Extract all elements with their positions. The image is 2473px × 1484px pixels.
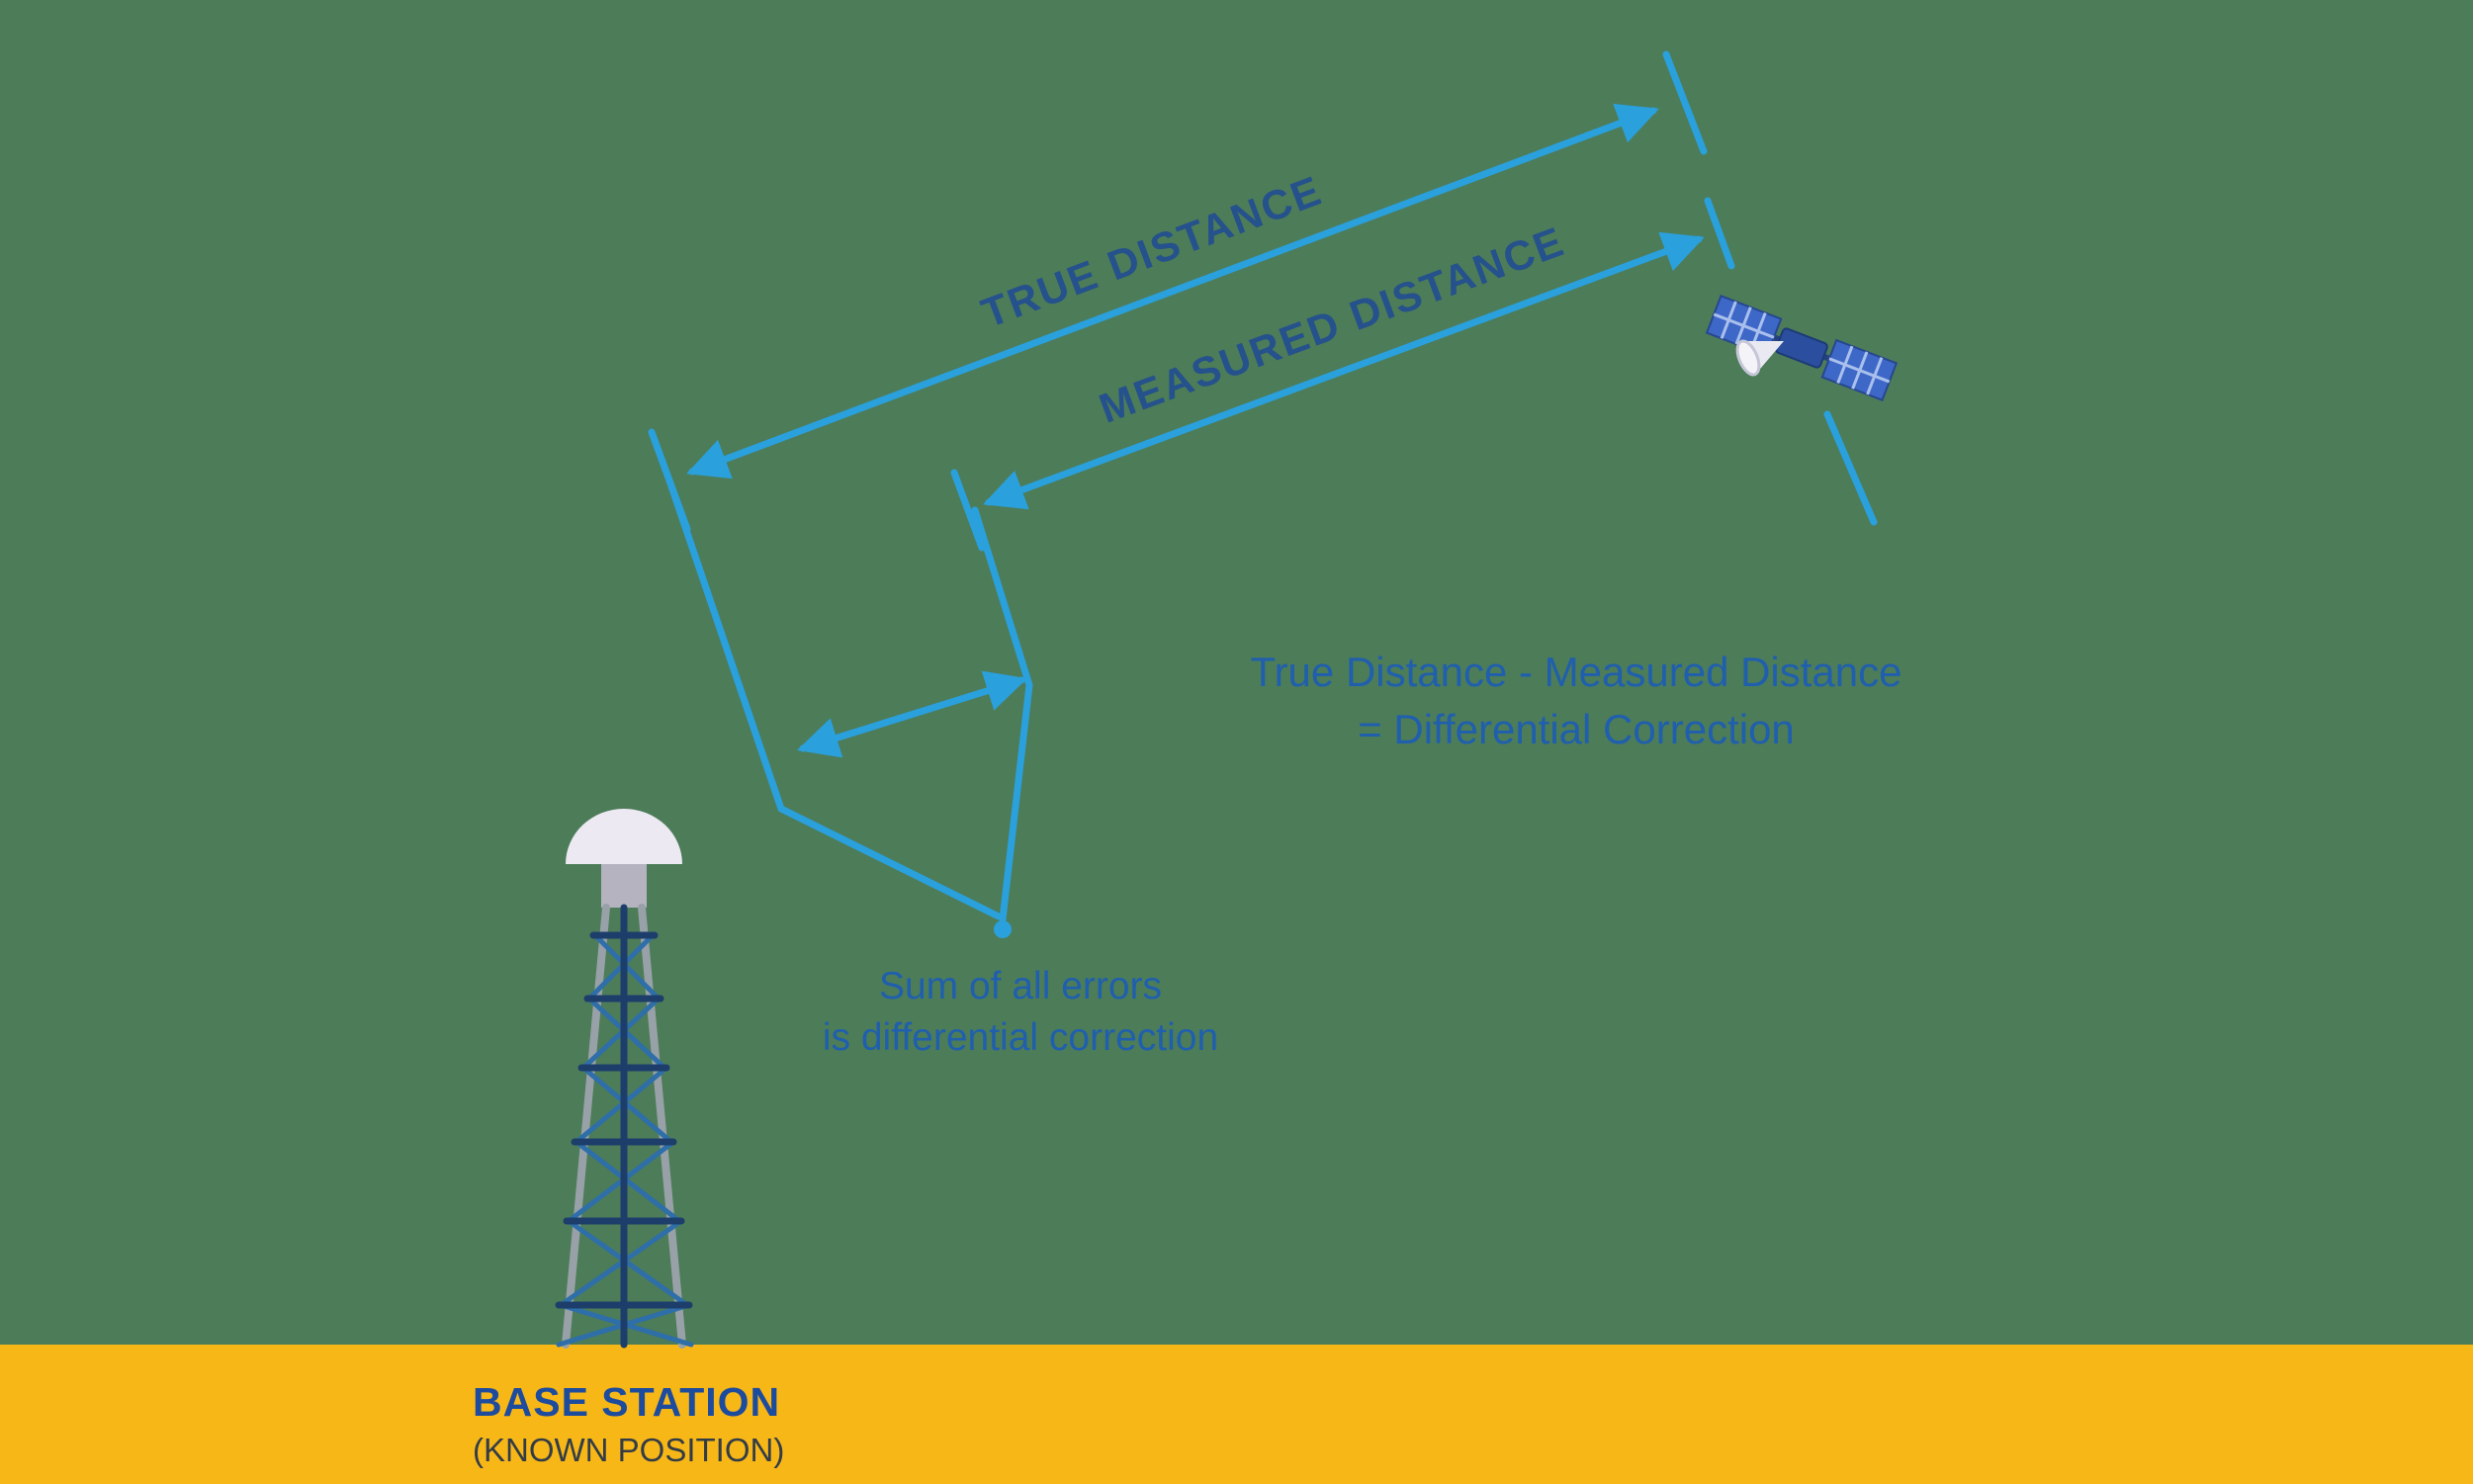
- satellite-body: [1775, 327, 1828, 369]
- measured-distance-right-tick: [1704, 197, 1735, 270]
- tower-pedestal: [601, 864, 647, 908]
- measured-distance-arrow: [950, 197, 1735, 552]
- sum-note-line-1: Sum of all errors: [879, 965, 1162, 1007]
- sum-note-line-2: is differential correction: [823, 1016, 1218, 1059]
- base-station-title: BASE STATION: [473, 1379, 780, 1425]
- differential-correction-arrow: [796, 670, 1028, 758]
- base-station-caption: BASE STATION (KNOWN POSITION): [473, 1379, 784, 1468]
- tower-dome: [566, 809, 682, 864]
- measured-distance-left-tick: [950, 469, 986, 552]
- signal-line: [1823, 410, 1878, 526]
- measured-error-leg: [971, 506, 1033, 923]
- equation-line-1: True Distance - Measured Distance: [1250, 649, 1901, 695]
- equation-text: True Distance - Measured Distance = Diff…: [1250, 649, 1901, 752]
- ground: [0, 1345, 2473, 1484]
- tower-leg-right: [638, 904, 686, 1349]
- true-error-leg: [665, 477, 1003, 920]
- equation-line-2: = Differential Correction: [1358, 706, 1795, 752]
- radio-tower-icon: [555, 809, 694, 1349]
- satellite-panel-right: [1820, 338, 1899, 402]
- tower-crossbars: [555, 931, 693, 1309]
- satellite-dish-opening: [1735, 339, 1761, 377]
- measured-distance-line: [983, 231, 1705, 510]
- satellite-icon: [1705, 294, 1899, 402]
- error-convergence-lines: [665, 477, 1033, 938]
- sum-note-text: Sum of all errors is differential correc…: [823, 965, 1218, 1059]
- tower-leg-left: [562, 904, 610, 1349]
- true-distance-right-tick: [1662, 50, 1708, 155]
- convergence-dot: [994, 920, 1012, 938]
- satellite-panel-left: [1705, 294, 1783, 358]
- base-station-subtitle: (KNOWN POSITION): [473, 1432, 784, 1468]
